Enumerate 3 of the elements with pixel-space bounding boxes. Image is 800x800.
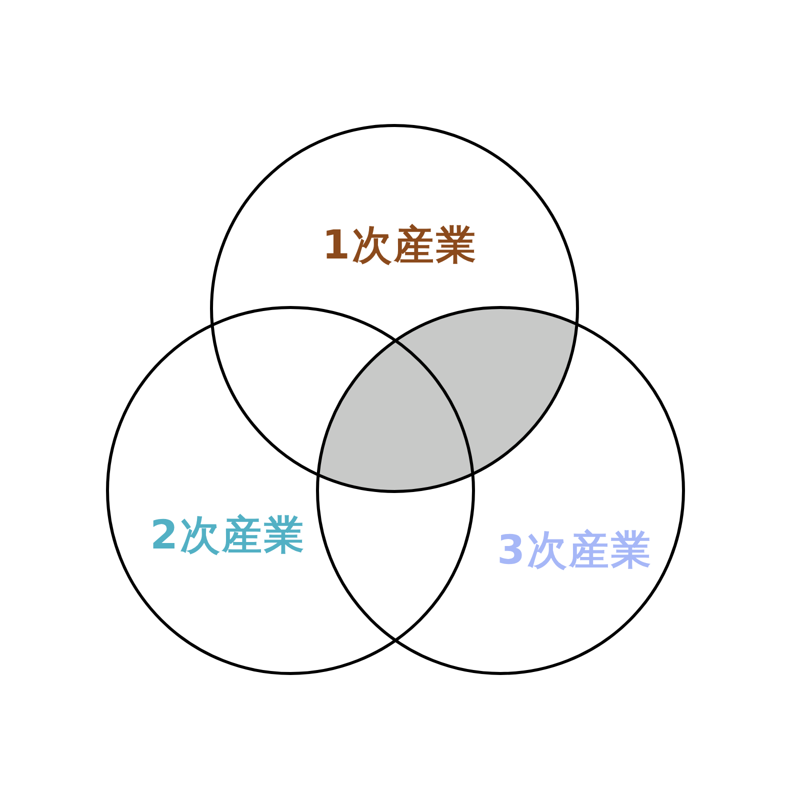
- circle-label: 2次産業: [150, 512, 306, 560]
- circle-label: 1次産業: [322, 222, 478, 270]
- circle-label: 3次産業: [497, 526, 653, 576]
